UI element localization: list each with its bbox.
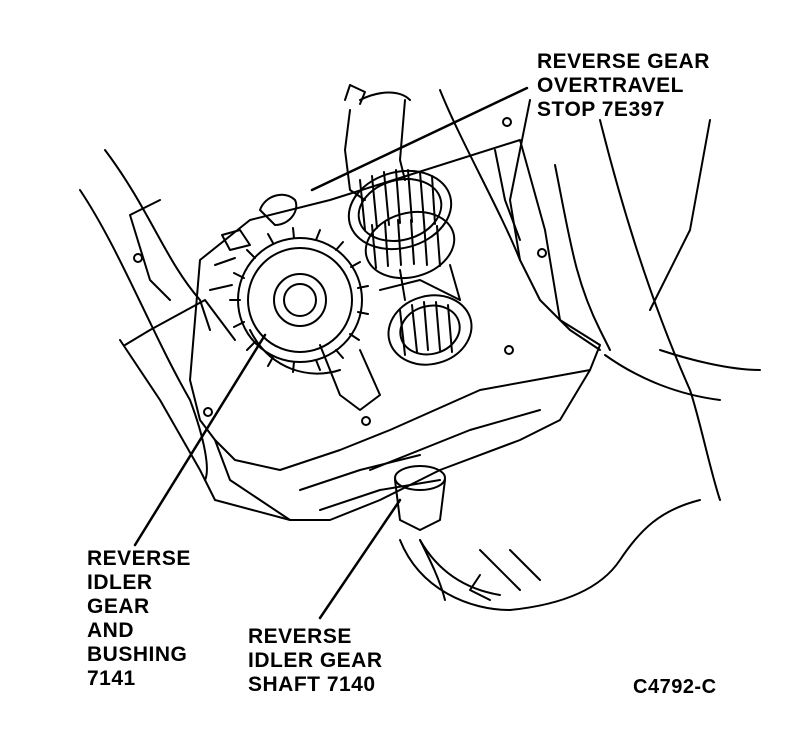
leader-idler-shaft (318, 498, 402, 620)
upper-shaft (344, 84, 411, 201)
lower-housing (399, 499, 701, 611)
label-line: 7141 (87, 667, 136, 690)
label-line: STOP 7E397 (537, 98, 665, 121)
label-line: SHAFT 7140 (248, 673, 376, 696)
label-line: GEAR (87, 595, 150, 618)
reverse-idler-gear (229, 227, 381, 411)
label-reverse-gear-overtravel-stop: REVERSE GEAR OVERTRAVEL STOP 7E397 (537, 50, 710, 122)
label-line: IDLER (87, 571, 153, 594)
gear-plate (133, 117, 601, 521)
overtravel-stop-bracket (209, 193, 298, 291)
leader-lines (133, 86, 529, 620)
label-line: BUSHING (87, 643, 188, 666)
label-line: AND (87, 619, 134, 642)
label-reverse-idler-gear-shaft: REVERSE IDLER GEAR SHAFT 7140 (248, 625, 383, 697)
leader-idler-gear (133, 333, 267, 547)
label-reverse-idler-gear-bushing: REVERSE IDLER GEAR AND BUSHING 7141 (87, 547, 191, 691)
figure-code: C4792-C (633, 676, 717, 698)
label-line: REVERSE (87, 547, 191, 570)
pinion-gear (379, 264, 473, 366)
label-line: REVERSE GEAR (537, 50, 710, 73)
transmission-case (79, 89, 761, 521)
label-line: IDLER GEAR (248, 649, 383, 672)
label-line: OVERTRAVEL (537, 74, 684, 97)
label-line: REVERSE (248, 625, 352, 648)
reverse-idler-shaft (394, 465, 446, 601)
upper-helical-gear (347, 169, 456, 280)
leader-overtravel-stop (310, 86, 529, 192)
